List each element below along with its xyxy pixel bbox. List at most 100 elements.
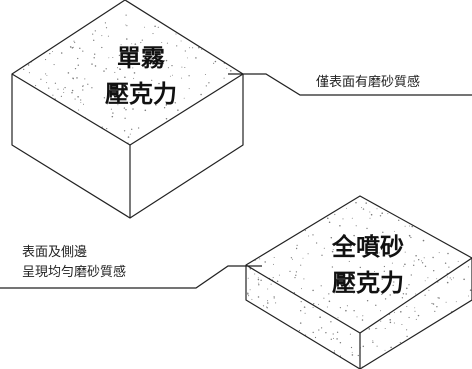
stipple-dot: [144, 67, 146, 69]
stipple-dot: [101, 35, 103, 37]
stipple-dot: [181, 66, 183, 68]
stipple-dot: [144, 109, 147, 112]
stipple-dot: [414, 310, 416, 312]
stipple-dot: [120, 44, 122, 46]
full-frosted-callout-line1: 表面及側邊: [22, 245, 87, 260]
stipple-dot: [469, 289, 472, 291]
full-frosted-callout: 表面及側邊 呈現均勻磨砂質感: [0, 245, 262, 289]
stipple-dot: [342, 218, 344, 220]
stipple-dot: [258, 284, 260, 286]
stipple-dot: [125, 56, 127, 58]
stipple-dot: [372, 340, 374, 342]
stipple-dot: [343, 244, 345, 246]
stipple-dot: [124, 76, 126, 79]
stipple-dot: [346, 305, 348, 307]
stipple-dot: [82, 50, 84, 52]
stipple-dot: [331, 250, 334, 253]
stipple-dot: [295, 271, 298, 273]
stipple-dot: [432, 256, 434, 259]
single-frosted-left-face: [12, 74, 130, 218]
stipple-dot: [162, 62, 164, 65]
stipple-dot: [365, 202, 367, 204]
stipple-dot: [304, 230, 306, 232]
stipple-dot: [389, 321, 392, 324]
stipple-dot: [406, 335, 408, 338]
stipple-dot: [393, 281, 395, 283]
stipple-dot: [372, 341, 374, 343]
stipple-dot: [46, 82, 48, 84]
stipple-dot: [125, 14, 127, 16]
stipple-dot: [393, 230, 395, 232]
stipple-dot: [328, 221, 331, 224]
stipple-dot: [388, 251, 390, 253]
stipple-dot: [78, 109, 80, 111]
stipple-dot: [327, 217, 329, 220]
stipple-dot: [69, 46, 72, 48]
stipple-dot: [296, 244, 298, 246]
stipple-dot: [349, 246, 352, 248]
stipple-dot: [157, 56, 159, 59]
stipple-dot: [406, 305, 408, 308]
stipple-dot: [94, 53, 96, 55]
stipple-dot: [28, 72, 30, 74]
stipple-dot: [177, 109, 179, 111]
stipple-dot: [105, 68, 107, 70]
stipple-dot: [378, 252, 380, 254]
stipple-dot: [308, 235, 310, 237]
stipple-dot: [366, 227, 368, 230]
stipple-dot: [436, 278, 438, 280]
stipple-dot: [422, 239, 425, 242]
stipple-dot: [374, 271, 376, 272]
stipple-dot: [35, 85, 37, 87]
stipple-dot: [408, 284, 410, 286]
stipple-dot: [418, 259, 420, 261]
stipple-dot: [123, 107, 126, 109]
stipple-dot: [319, 316, 321, 318]
stipple-dot: [323, 297, 325, 299]
stipple-dot: [448, 266, 450, 268]
stipple-dot: [333, 337, 334, 339]
stipple-dot: [304, 312, 306, 314]
stipple-dot: [152, 33, 154, 35]
stipple-dot: [80, 101, 82, 103]
stipple-dot: [330, 236, 333, 239]
stipple-dot: [303, 306, 306, 308]
stipple-dot: [278, 274, 280, 276]
stipple-dot: [361, 207, 363, 209]
stipple-dot: [91, 87, 93, 89]
stipple-dot: [376, 327, 378, 329]
stipple-dot: [410, 236, 412, 239]
stipple-dot: [413, 260, 415, 262]
stipple-dot: [300, 310, 302, 312]
stipple-dot: [381, 212, 383, 214]
stipple-dot: [402, 293, 405, 295]
single-frosted-callout: 僅表面有磨砂質感: [228, 73, 472, 96]
stipple-dot: [438, 297, 440, 299]
stipple-dot: [176, 45, 178, 47]
stipple-dot: [247, 277, 249, 279]
stipple-dot: [350, 255, 352, 258]
stipple-dot: [353, 234, 355, 237]
stipple-dot: [455, 301, 457, 303]
stipple-dot: [273, 295, 275, 298]
stipple-dot: [348, 260, 350, 262]
stipple-dot: [264, 261, 266, 263]
stipple-dot: [449, 277, 451, 279]
stipple-dot: [389, 319, 391, 321]
stipple-dot: [167, 67, 169, 69]
stipple-dot: [350, 346, 353, 349]
stipple-dot: [273, 297, 275, 299]
stipple-dot: [393, 292, 395, 294]
stipple-dot: [437, 297, 439, 299]
stipple-dot: [318, 303, 320, 305]
stipple-dot: [112, 57, 114, 58]
single-frosted-label-line2: 壓克力: [105, 80, 177, 108]
stipple-dot: [107, 35, 109, 37]
stipple-dot: [106, 128, 108, 130]
stipple-dot: [433, 270, 435, 272]
stipple-dot: [125, 109, 127, 111]
stipple-dot: [140, 42, 142, 44]
stipple-dot: [52, 51, 54, 52]
stipple-dot: [60, 52, 63, 54]
single-frosted-block: 單霧 壓克力: [11, 0, 244, 219]
